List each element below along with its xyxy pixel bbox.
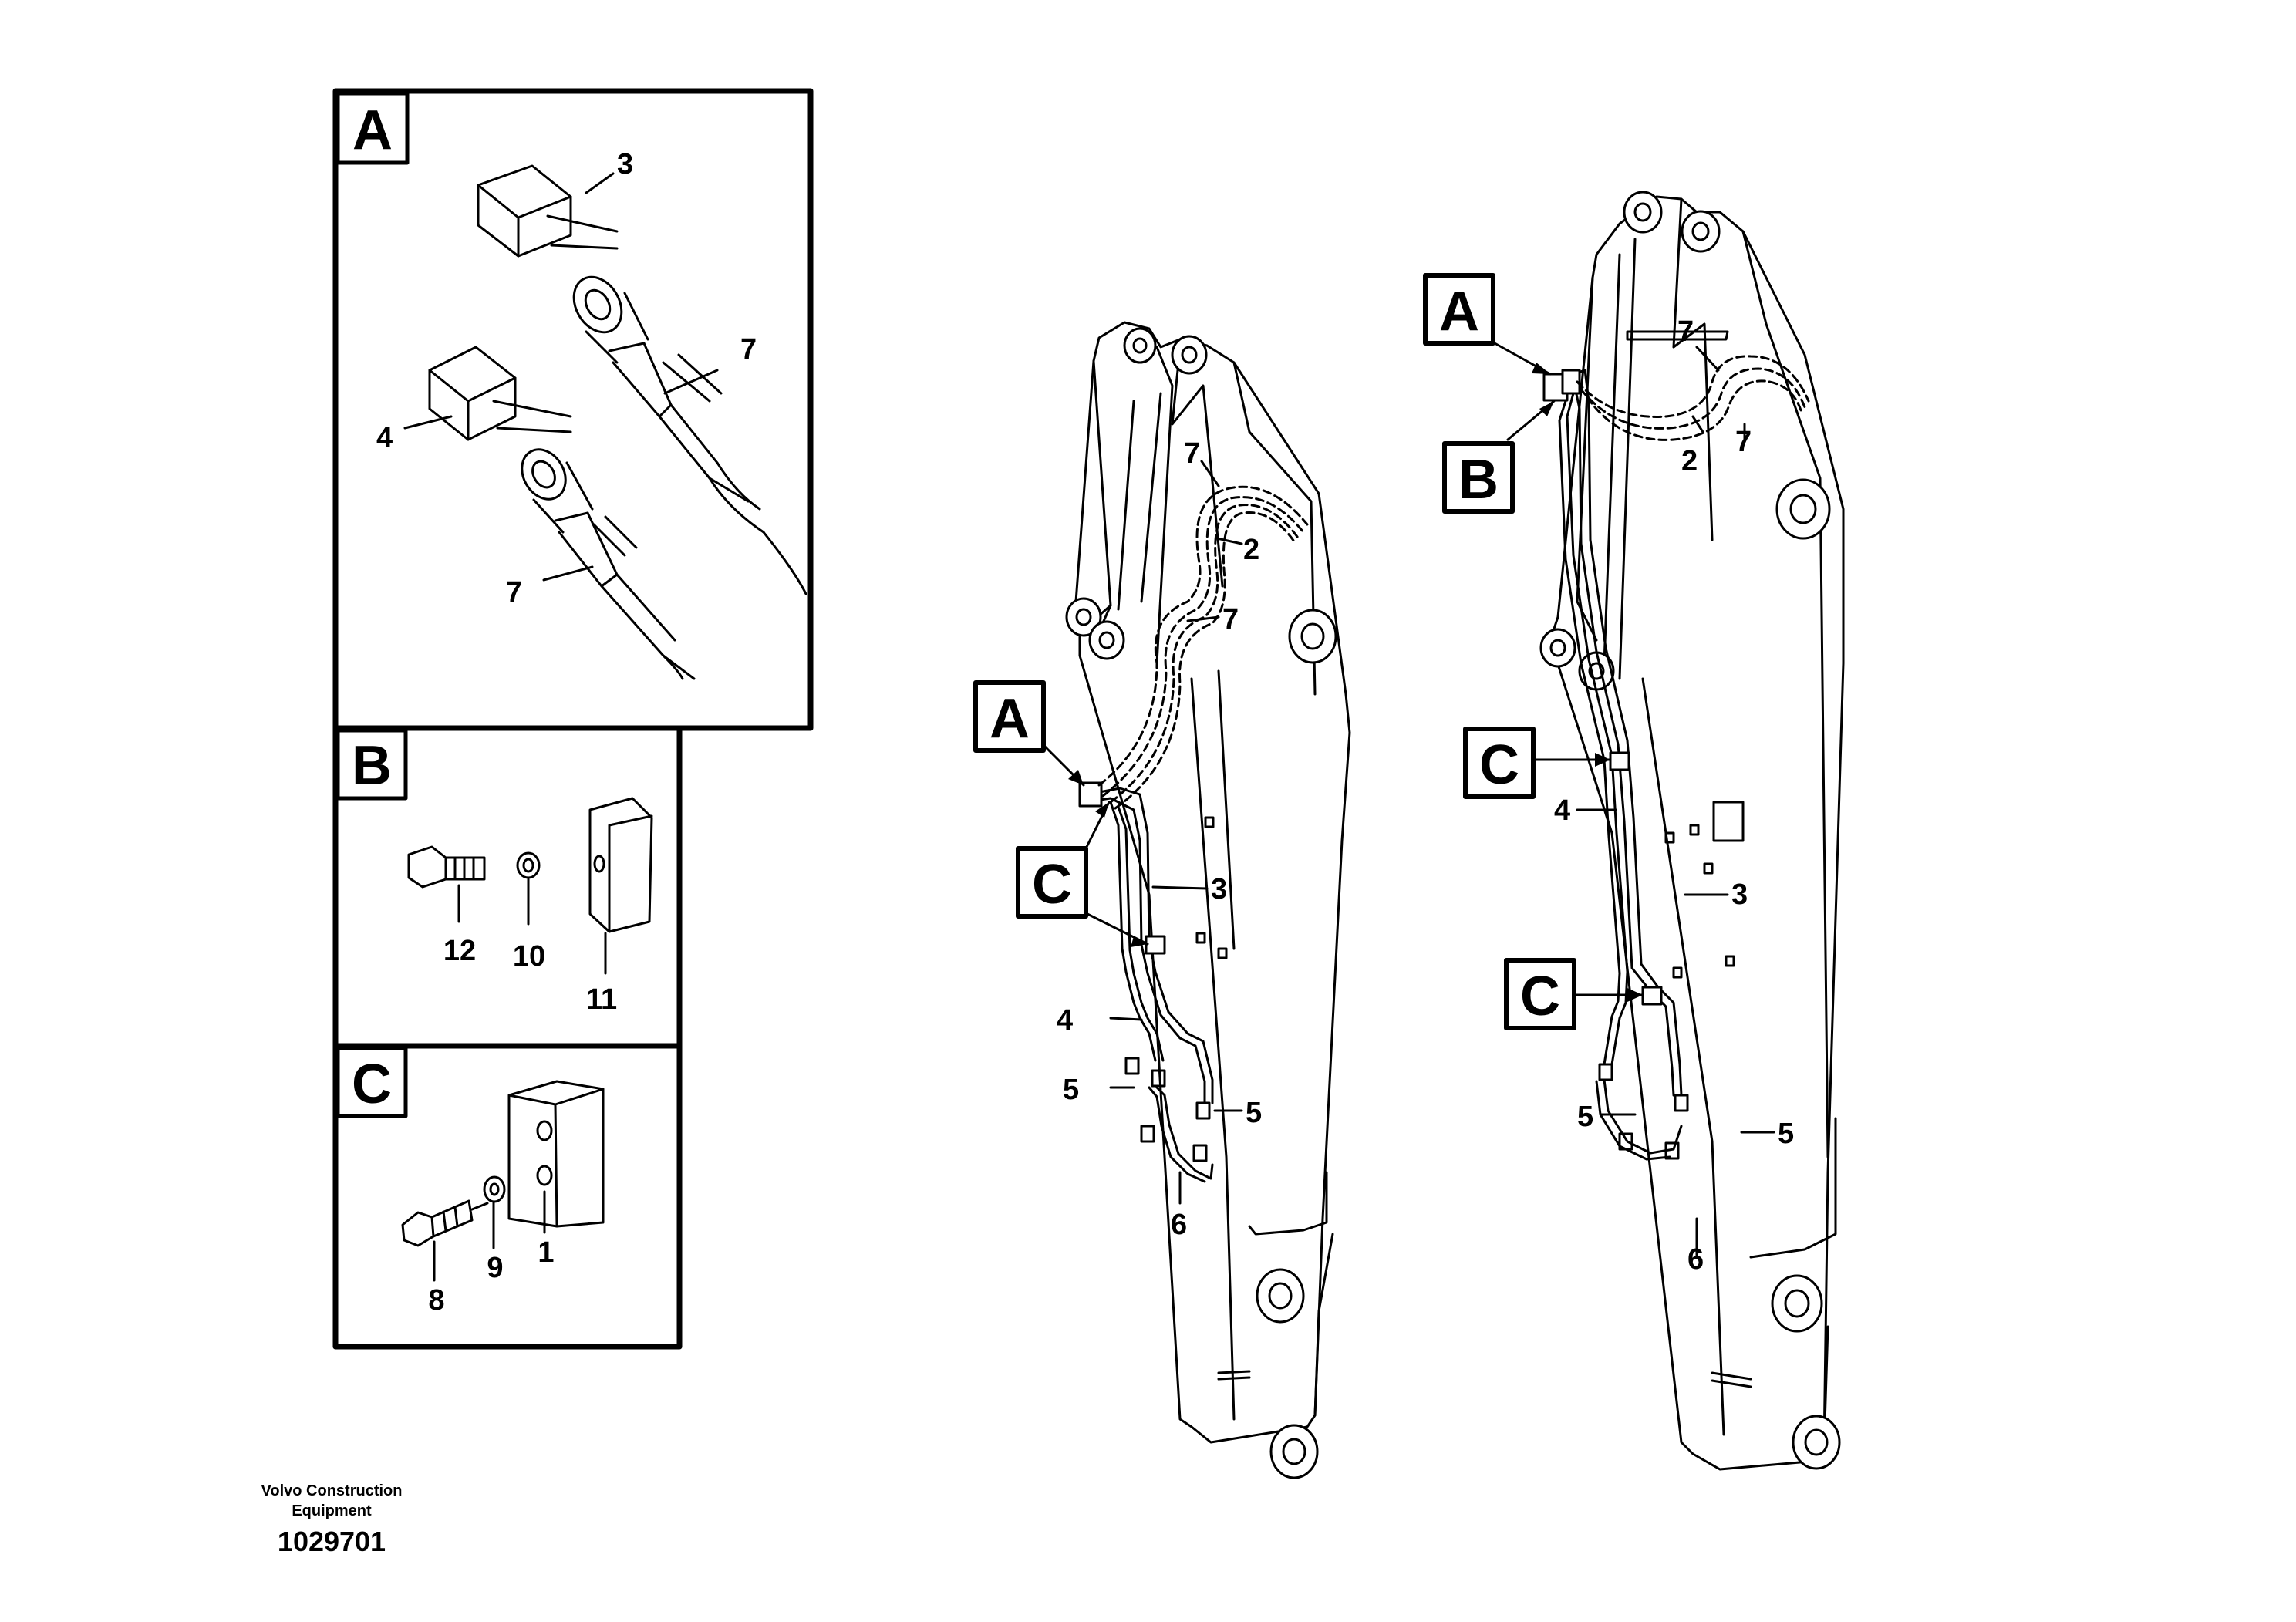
- pipes-left: [1078, 781, 1214, 1183]
- detail-label-c: C: [352, 1054, 392, 1115]
- detail-box-b: [332, 725, 683, 1049]
- callout-boxes: [973, 273, 1576, 1030]
- bolt-b: [407, 845, 486, 889]
- clamp-b: [588, 797, 653, 933]
- part-1-detail-c: 1: [538, 1236, 554, 1269]
- part-8-detail-c: 8: [428, 1284, 444, 1317]
- boom-left: [1065, 321, 1351, 1479]
- footer-company-name: Volvo Construction Equipment: [231, 1481, 432, 1521]
- part-2-left: 2: [1243, 534, 1259, 566]
- callout-a-left: A: [990, 688, 1030, 750]
- washer-c: [483, 1175, 506, 1203]
- part-9-detail-c: 9: [487, 1252, 503, 1284]
- part-7-right-a: 7: [1677, 315, 1694, 348]
- part-5-left-a: 5: [1063, 1074, 1079, 1106]
- drawing-number: 1029701: [277, 1526, 386, 1557]
- callout-c-left: C: [1032, 854, 1072, 916]
- part-5-right-a: 5: [1577, 1101, 1593, 1133]
- detail-box-a: [332, 88, 814, 731]
- detail-label-b: B: [352, 735, 392, 797]
- part-3-detail-a: 3: [617, 148, 633, 180]
- part-7-left-top: 7: [1184, 437, 1200, 470]
- detail-box-c: [332, 1043, 683, 1350]
- hose-fitting-lower: [428, 346, 696, 680]
- part-5-right-b: 5: [1778, 1118, 1794, 1150]
- part-6-right: 6: [1687, 1243, 1704, 1276]
- part-4-left: 4: [1057, 1004, 1073, 1037]
- part-2-right: 2: [1681, 445, 1698, 477]
- part-12-detail-b: 12: [443, 935, 476, 967]
- hoses-right-dashed: [1576, 355, 1810, 441]
- part-3-right: 3: [1731, 878, 1748, 911]
- clamp-c: [507, 1080, 605, 1228]
- part-7-right-b: 7: [1735, 426, 1752, 458]
- part-5-left-b: 5: [1246, 1097, 1262, 1129]
- part-4-detail-a: 4: [376, 422, 393, 454]
- washer-b: [516, 851, 541, 879]
- bolt-c: [401, 1199, 474, 1247]
- part-7-detail-a-upper: 7: [740, 333, 757, 366]
- callout-c-right-lower: C: [1520, 966, 1560, 1027]
- part-6-left: 6: [1171, 1209, 1187, 1241]
- callout-a-right: A: [1439, 281, 1479, 342]
- callout-b-right: B: [1458, 449, 1499, 511]
- part-10-detail-b: 10: [513, 940, 545, 973]
- detail-label-a: A: [352, 99, 393, 161]
- callout-c-right-upper: C: [1479, 734, 1519, 796]
- boom-right: [1539, 191, 1845, 1471]
- part-4-right: 4: [1554, 794, 1570, 827]
- part-3-left: 3: [1211, 873, 1227, 905]
- part-7-left-mid: 7: [1222, 603, 1239, 636]
- part-7-detail-a-lower: 7: [506, 576, 522, 609]
- footer-company-line1: Volvo Construction: [261, 1482, 403, 1499]
- footer-company-line2: Equipment: [292, 1502, 372, 1519]
- pipes-right: [1542, 369, 1689, 1161]
- hose-fitting-upper: [477, 164, 807, 595]
- hoses-left-dashed: [1097, 485, 1309, 810]
- callout-arrows: [1068, 363, 1643, 1002]
- part-11-detail-b: 11: [586, 983, 617, 1016]
